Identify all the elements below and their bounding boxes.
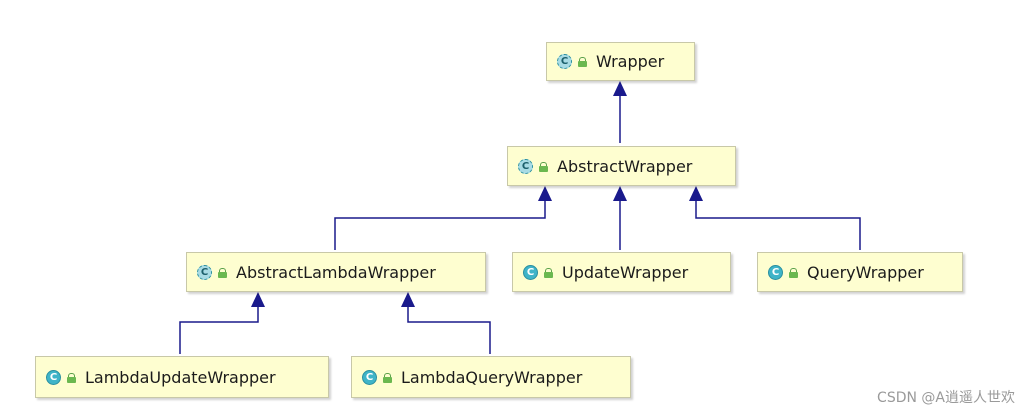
node-label: Wrapper — [596, 52, 665, 71]
arrowhead-wrapper — [613, 81, 627, 96]
lock-icon — [789, 267, 798, 278]
lock-icon — [539, 161, 548, 172]
node-label: LambdaQueryWrapper — [401, 367, 583, 387]
node-wrapper: C Wrapper — [546, 42, 695, 81]
lock-icon — [544, 267, 553, 278]
node-lambda-query-wrapper: C LambdaQueryWrapper — [351, 356, 631, 398]
lock-icon — [218, 267, 227, 278]
class-icon: C — [523, 264, 538, 280]
edge-lambdaupdatewrapper-to-abstractlambdawrapper — [179, 306, 259, 354]
class-icon: C — [557, 54, 572, 69]
class-icon: C — [197, 264, 212, 280]
node-label: AbstractWrapper — [557, 156, 693, 176]
node-label: UpdateWrapper — [562, 262, 689, 282]
node-update-wrapper: C UpdateWrapper — [512, 252, 731, 292]
class-icon: C — [518, 158, 533, 174]
arrowhead-abstractlambdawrapper-left — [251, 292, 265, 307]
class-icon: C — [768, 264, 783, 280]
node-label: LambdaUpdateWrapper — [85, 367, 276, 387]
lock-icon — [67, 372, 76, 383]
arrowhead-abstractwrapper-center — [613, 186, 627, 201]
node-abstract-lambda-wrapper: C AbstractLambdaWrapper — [186, 252, 486, 292]
arrowhead-abstractwrapper-left — [538, 186, 552, 201]
node-label: QueryWrapper — [807, 262, 924, 282]
lock-icon — [578, 57, 587, 67]
node-label: AbstractLambdaWrapper — [236, 262, 436, 282]
arrowhead-abstractlambdawrapper-right — [401, 292, 415, 307]
node-abstract-wrapper: C AbstractWrapper — [507, 146, 736, 186]
class-icon: C — [362, 369, 377, 385]
watermark: CSDN @A逍遥人世欢 — [877, 390, 1015, 406]
class-icon: C — [46, 369, 61, 385]
edge-abstractlambdawrapper-to-abstractwrapper — [334, 200, 546, 250]
node-query-wrapper: C QueryWrapper — [757, 252, 963, 292]
lock-icon — [383, 372, 392, 383]
edge-lambdaquerywrapper-to-abstractlambdawrapper — [407, 306, 491, 354]
arrowhead-abstractwrapper-right — [689, 186, 703, 201]
node-lambda-update-wrapper: C LambdaUpdateWrapper — [35, 356, 329, 398]
edge-querywrapper-to-abstractwrapper — [695, 200, 861, 250]
